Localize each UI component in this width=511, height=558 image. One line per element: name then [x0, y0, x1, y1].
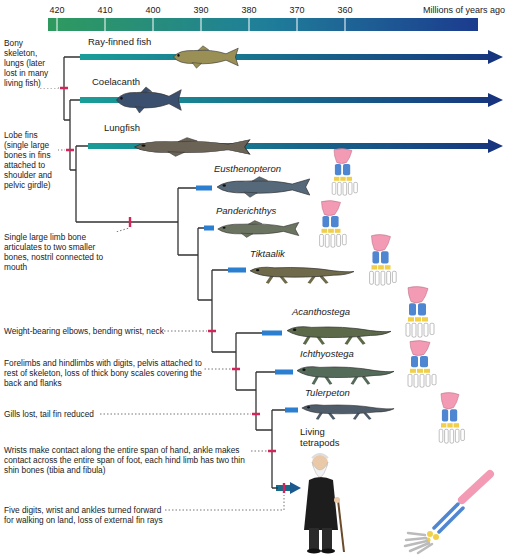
time-tick-label: 390: [193, 5, 208, 16]
leg: [322, 528, 332, 550]
limb-skeleton: [406, 287, 434, 338]
taxon-name: Tiktaalik: [250, 248, 285, 259]
time-tick-label: 360: [337, 5, 352, 16]
leg: [309, 528, 319, 550]
arrow-head: [488, 93, 503, 107]
limb-skeleton: [370, 235, 397, 286]
limb-skeleton: [320, 201, 347, 248]
coat: [304, 477, 338, 530]
hand: [334, 497, 340, 503]
acanthostega-drawing: [287, 327, 391, 345]
time-tick-label: 380: [241, 5, 256, 16]
hair: [312, 454, 328, 458]
panderichthys-drawing: [218, 221, 299, 238]
trait-note: Single large limb bone articulates to tw…: [4, 232, 122, 272]
shoe: [307, 549, 321, 554]
ichthyostega-drawing: [297, 367, 394, 385]
humerus-bone: [462, 474, 490, 500]
taxon-name: Tulerpeton: [305, 387, 350, 398]
axis-tick: [57, 18, 345, 31]
limb-skeleton: [439, 393, 464, 444]
axis-title: Millions of years ago: [423, 5, 505, 16]
trait-note: Five digits, wrist and ankles turned for…: [4, 505, 164, 525]
limb-skeleton: [332, 149, 357, 196]
arrow-head: [488, 139, 503, 153]
taxon-name: Lungfish: [104, 122, 140, 133]
tiktaalik-drawing: [250, 267, 354, 283]
time-axis-bar: [48, 18, 478, 31]
trait-note: Gills lost, tail fin reduced: [4, 409, 94, 419]
taxon-name: Panderichthys: [216, 205, 276, 216]
time-tick-label: 370: [289, 5, 304, 16]
tulerpeton-drawing: [302, 405, 394, 420]
time-tick-label: 410: [97, 5, 112, 16]
arrow-head: [290, 482, 301, 494]
coelacanth-drawing: [116, 87, 181, 113]
time-tick-label: 400: [145, 5, 160, 16]
lineage-arrow: [80, 57, 490, 488]
ray-finned-fish-drawing: [173, 46, 238, 68]
lungfish-drawing: [135, 138, 250, 157]
fossil-range: [196, 188, 298, 410]
trait-note: Forelimbs and hindlimbs with digits, pel…: [4, 358, 204, 388]
taxon-name: Ichthyostega: [300, 348, 354, 359]
trait-note: Wrists make contact along the entire spa…: [4, 445, 250, 475]
carpal-bone: [427, 531, 433, 537]
trait-note: Lobe fins (single large bones in fins at…: [4, 130, 58, 190]
carpal-bone: [433, 534, 439, 540]
taxon-name: Eusthenopteron: [214, 163, 281, 174]
digit-bone: [405, 533, 432, 553]
cane: [338, 500, 344, 552]
trait-note: Weight-bearing elbows, bending wrist, ne…: [4, 326, 164, 336]
limb-skeleton: [408, 341, 436, 388]
trait-tick: [60, 88, 284, 493]
tree-branch: [64, 57, 285, 488]
arrow-head: [488, 50, 503, 64]
taxon-name: Coelacanth: [92, 76, 140, 87]
taxon-name: Living tetrapods: [300, 426, 352, 448]
beard: [312, 462, 328, 477]
human-figure: [304, 454, 344, 554]
taxon-name: Ray-finned fish: [88, 36, 151, 47]
trait-note: Bony skeleton, lungs (later lost in many…: [4, 38, 58, 88]
eusthenopteron-drawing: [217, 177, 310, 198]
human-arm-skeleton: [405, 474, 490, 553]
shoe: [321, 549, 335, 554]
ulna-bone: [439, 508, 463, 532]
time-tick-label: 420: [49, 5, 64, 16]
taxon-name: Acanthostega: [292, 306, 350, 317]
